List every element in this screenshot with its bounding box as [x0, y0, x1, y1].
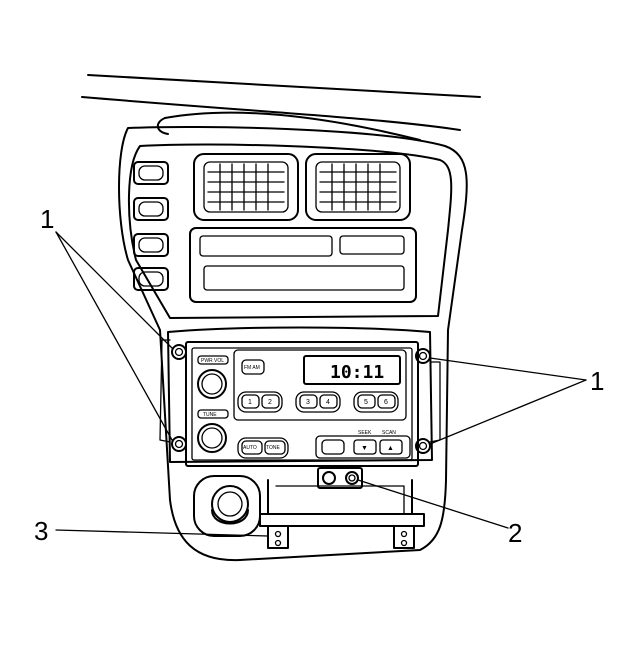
left-air-vent [193, 153, 299, 221]
lower-left-knob [193, 475, 261, 537]
callout-label-1-left: 1 [40, 204, 54, 234]
auto-button-label: AUTO [243, 445, 257, 451]
knob-label-text-bottom: TUNE [203, 412, 217, 418]
volume-knob[interactable] [197, 369, 227, 399]
clock-display [303, 355, 401, 385]
preset-label-1: 1 [248, 399, 252, 406]
band-button-label: FM AM [244, 365, 260, 371]
callout-label-2: 2 [508, 518, 522, 548]
preset-button-1[interactable] [241, 394, 260, 409]
preset-button-2[interactable] [261, 394, 280, 409]
knob-label-tune [197, 409, 229, 419]
lower-bracket [259, 467, 425, 549]
preset-button-3[interactable] [299, 394, 318, 409]
dashboard-outline [81, 74, 481, 141]
screw-lower-right [415, 438, 431, 454]
tone-button-label: TONE [266, 445, 280, 451]
preset-label-5: 5 [364, 399, 368, 406]
radio-faceplate: PWR VOL TUNE FM AM 10:11 1 2 3 4 5 6 AUT… [185, 341, 419, 467]
upper-blank-panels [189, 227, 417, 303]
screw-upper-left [171, 344, 187, 360]
knob-label-text-top: PWR VOL [201, 358, 224, 364]
left-switch-column [133, 161, 169, 291]
screw-lower-left [171, 436, 187, 452]
knob-label-power-volume [197, 355, 229, 365]
bracket-nut-right [345, 471, 359, 485]
seek-label: SEEK [358, 430, 372, 436]
seek-down-button[interactable] [353, 439, 377, 455]
bracket-nut-left [322, 471, 336, 485]
clock-display-text: 10:11 [330, 362, 384, 383]
eject-button[interactable] [321, 439, 345, 455]
callout-label-3: 3 [34, 516, 48, 546]
right-air-vent [305, 153, 411, 221]
preset-label-6: 6 [384, 399, 388, 406]
callout-leaders [55, 231, 587, 537]
radio-mounting-screws [171, 344, 431, 454]
preset-label-2: 2 [268, 399, 272, 406]
center-stack-bezel [118, 125, 468, 562]
preset-button-6[interactable] [377, 394, 396, 409]
preset-label-3: 3 [306, 399, 310, 406]
band-button[interactable] [241, 359, 265, 375]
radio-cavity [159, 326, 441, 463]
seek-down-label: ▼ [361, 445, 368, 452]
seek-up-button[interactable] [379, 439, 403, 455]
preset-label-4: 4 [326, 399, 330, 406]
auto-button[interactable] [241, 440, 263, 455]
preset-button-4[interactable] [319, 394, 338, 409]
tone-button[interactable] [264, 440, 286, 455]
tune-knob[interactable] [197, 423, 227, 453]
seek-up-label: ▲ [387, 445, 394, 452]
callout-label-1-right: 1 [590, 366, 604, 396]
screw-upper-right [415, 348, 431, 364]
scan-label: SCAN [382, 430, 396, 436]
preset-button-5[interactable] [357, 394, 376, 409]
